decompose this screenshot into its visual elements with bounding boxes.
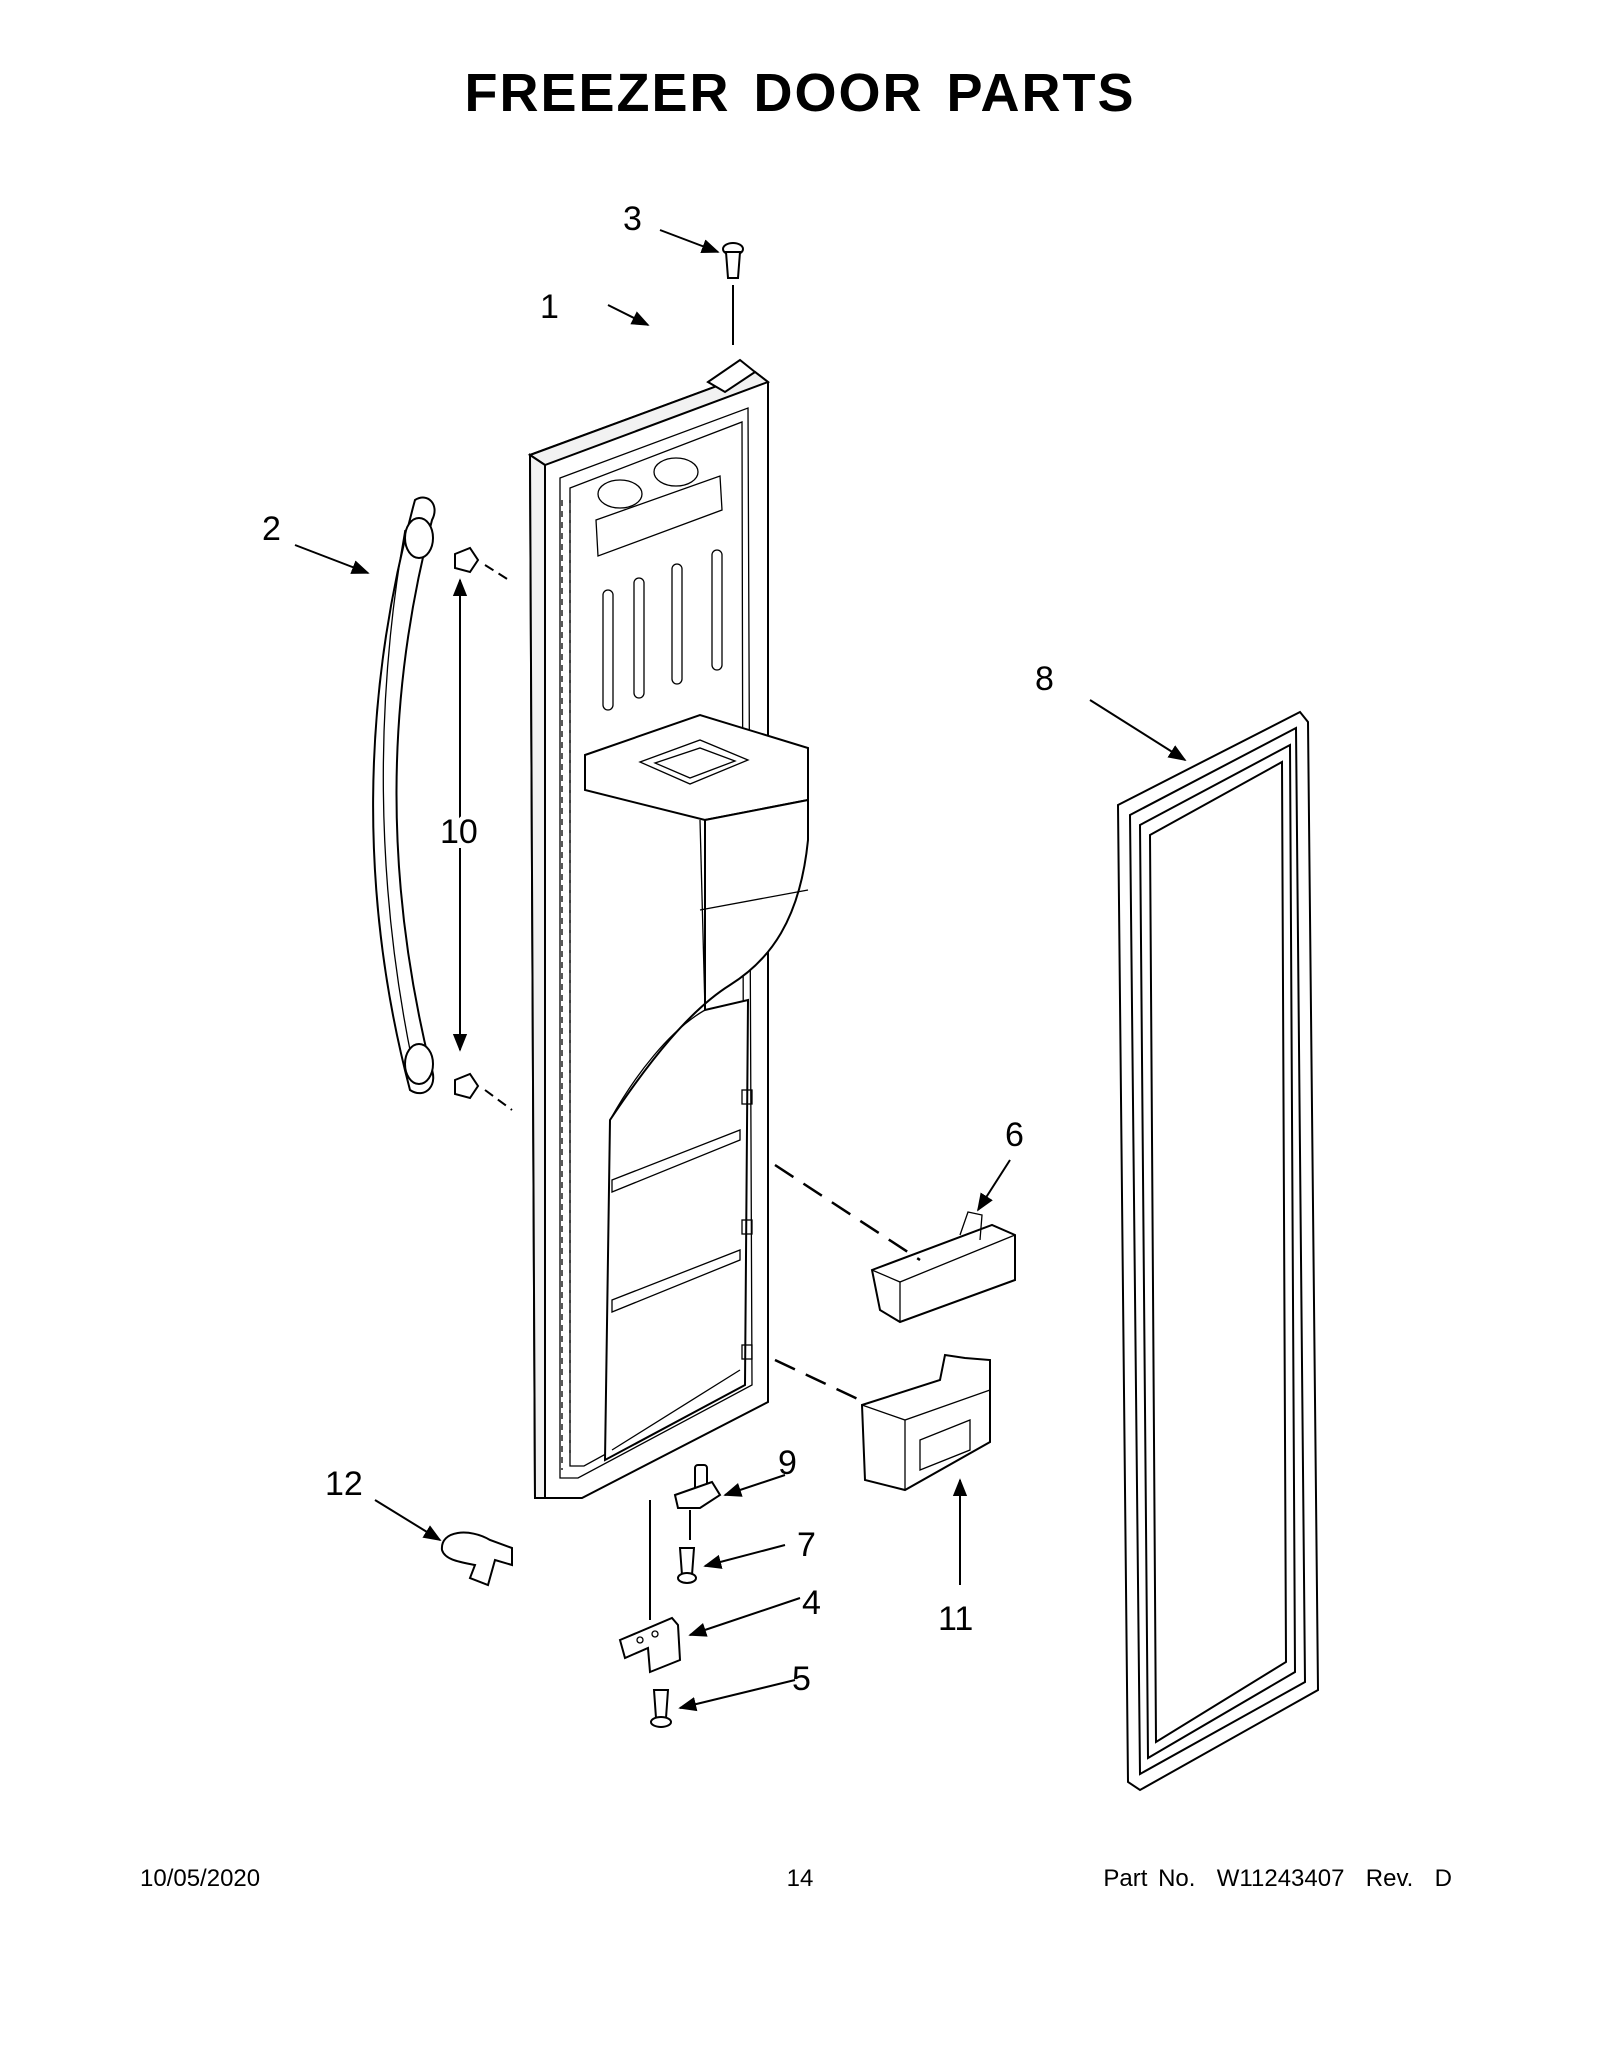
hinge-plate: [618, 1616, 682, 1674]
callout-2: 2: [262, 510, 281, 548]
callout-3: 3: [623, 200, 642, 238]
footer-date: 10/05/2020: [140, 1865, 261, 1892]
bottom-hinge: [649, 1464, 722, 1620]
callout-8: 8: [1035, 660, 1054, 698]
hinge-plate-screw: [650, 1689, 672, 1728]
door-handle: [372, 496, 436, 1095]
door-gasket: [1116, 710, 1320, 1792]
callout-12: 12: [325, 1465, 363, 1503]
freezer-door-liner: [527, 358, 809, 1499]
callout-6: 6: [1005, 1116, 1024, 1154]
top-hinge-bushing: [722, 242, 744, 345]
footer-part-number: Part No. W11243407 Rev. D: [1103, 1865, 1452, 1892]
callout-10: 10: [440, 813, 478, 851]
large-door-bin: [860, 1353, 991, 1492]
clip: [440, 1531, 513, 1587]
hinge-screw: [677, 1547, 697, 1584]
page-title: FREEZER DOOR PARTS: [464, 63, 1136, 123]
callout-11: 11: [938, 1600, 973, 1638]
callout-9: 9: [778, 1444, 797, 1482]
callout-7: 7: [797, 1526, 816, 1564]
handle-mounting-screws: [452, 546, 513, 1111]
callout-5: 5: [792, 1660, 811, 1698]
callout-1: 1: [540, 288, 559, 326]
footer-page-number: 14: [786, 1865, 814, 1892]
callout-4: 4: [802, 1584, 821, 1622]
small-door-bin: [870, 1211, 1016, 1324]
